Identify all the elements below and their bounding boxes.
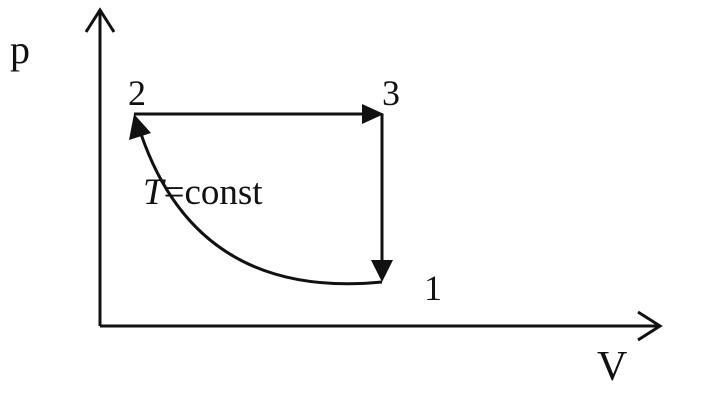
x-axis-label: V	[597, 344, 628, 390]
isotherm-curve	[139, 133, 383, 286]
point-2-label: 2	[128, 73, 146, 113]
isotherm-arrowhead	[129, 114, 151, 140]
x-axis-arrowhead	[637, 310, 663, 342]
temperature-symbol: T	[143, 172, 164, 213]
point-1-label: 1	[424, 268, 442, 308]
isotherm-label: T=const	[143, 174, 263, 211]
y-axis-label: p	[10, 27, 30, 72]
const-text: =const	[163, 172, 263, 213]
y-axis-arrowhead	[84, 7, 116, 33]
point-3-label: 3	[382, 73, 400, 113]
process-2-3-arrowhead	[362, 104, 384, 124]
process-3-1-arrowhead	[371, 260, 393, 282]
